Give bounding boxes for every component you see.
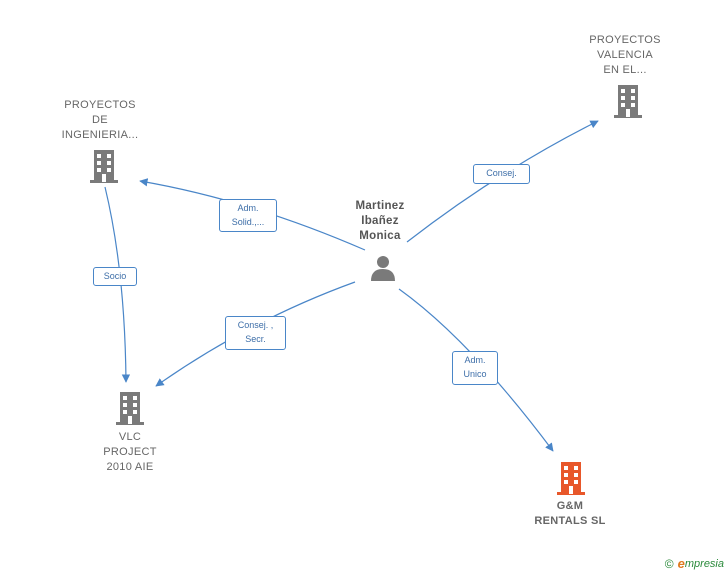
- gm-rentals-label[interactable]: G&M RENTALS SL: [534, 500, 606, 527]
- brand-name: mpresia: [684, 557, 724, 570]
- copyright-icon: ©: [664, 556, 674, 571]
- edge-label-consej[interactable]: Consej.: [473, 164, 530, 184]
- vlc-project-label[interactable]: VLC PROJECT 2010 AIE: [103, 431, 157, 473]
- person-label[interactable]: Martinez Ibañez Monica: [355, 200, 405, 242]
- building-icon[interactable]: [555, 460, 587, 496]
- proyectos-valencia-label[interactable]: PROYECTOS VALENCIA EN EL...: [589, 34, 661, 76]
- watermark: © e mpresia: [665, 556, 724, 571]
- edge-label-adm-solid[interactable]: Adm. Solid.,...: [219, 199, 277, 232]
- edge-label-socio[interactable]: Socio: [93, 267, 137, 286]
- person-icon[interactable]: [369, 253, 397, 281]
- building-icon[interactable]: [114, 390, 146, 426]
- building-icon[interactable]: [88, 148, 120, 184]
- brand-initial: e: [677, 556, 685, 571]
- edge-label-consej-secr[interactable]: Consej. , Secr.: [225, 316, 286, 350]
- building-icon[interactable]: [612, 83, 644, 119]
- proyectos-ingenieria-label[interactable]: PROYECTOS DE INGENIERIA...: [61, 99, 139, 141]
- edge-label-adm-unico[interactable]: Adm. Unico: [452, 351, 498, 385]
